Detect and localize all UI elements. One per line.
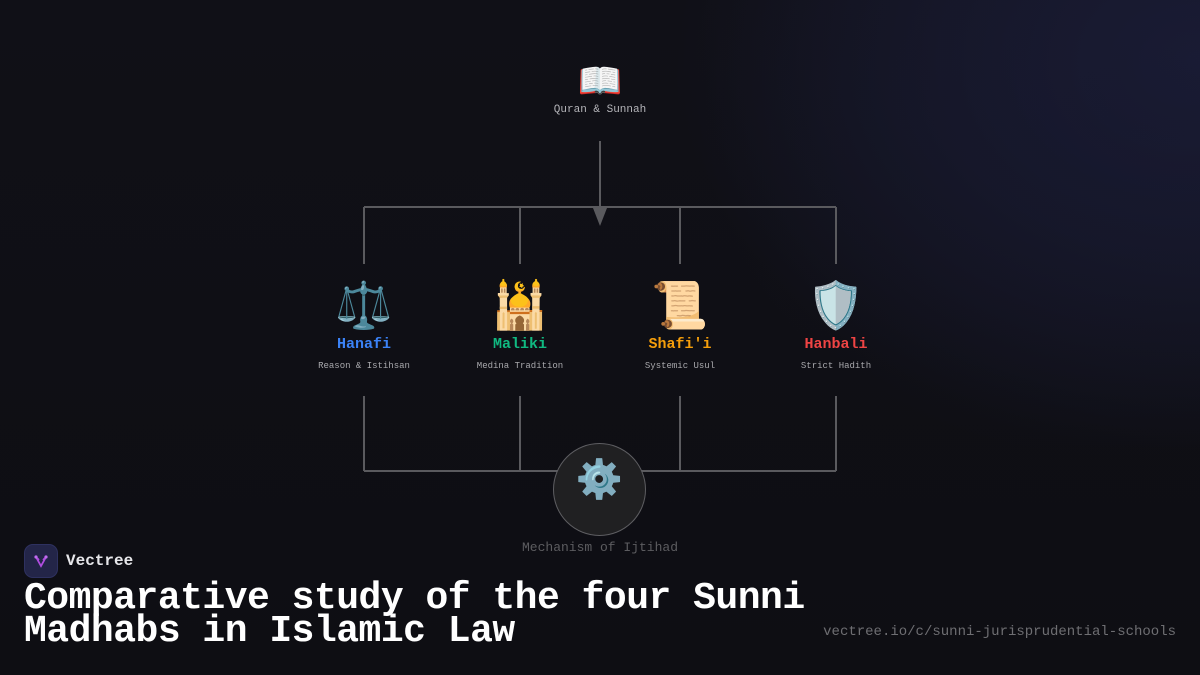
shield-icon: 🛡️ — [807, 278, 865, 332]
root-label: Quran & Sunnah — [553, 104, 647, 116]
hub-node-ijtihad: ⚙️ — [553, 443, 646, 536]
school-description: Strict Hadith — [800, 361, 872, 371]
open-book-icon: 📖 — [577, 61, 623, 102]
school-description: Medina Tradition — [476, 361, 564, 371]
brand: Vectree — [24, 544, 133, 578]
school-name: Hanafi — [336, 336, 392, 353]
school-description: Systemic Usul — [644, 361, 716, 371]
mosque-icon: 🕌 — [491, 278, 549, 332]
brand-name: Vectree — [66, 552, 134, 570]
school-name: Hanbali — [804, 336, 868, 353]
root-node-quran-sunnah: 📖 Quran & Sunnah — [553, 61, 647, 117]
school-node-hanafi: ⚖️ Hanafi Reason & Istihsan — [318, 282, 410, 371]
school-node-hanbali: 🛡️ Hanbali Strict Hadith — [801, 282, 871, 371]
school-name: Maliki — [492, 336, 548, 353]
school-name: Shafi'i — [648, 336, 712, 353]
school-description: Reason & Istihsan — [318, 361, 410, 371]
arrowhead-icon — [593, 208, 607, 226]
scales-icon: ⚖️ — [335, 278, 393, 332]
school-node-shafii: 📜 Shafi'i Systemic Usul — [645, 282, 715, 371]
gear-icon: ⚙️ — [575, 457, 624, 501]
source-url: vectree.io/c/sunni-jurisprudential-schoo… — [823, 624, 1176, 640]
school-node-maliki: 🕌 Maliki Medina Tradition — [477, 282, 563, 371]
page-title: Comparative study of the four Sunni Madh… — [24, 577, 805, 653]
scroll-icon: 📜 — [651, 278, 709, 332]
vectree-logo-icon — [24, 544, 58, 578]
hub-label: Mechanism of Ijtihad — [521, 540, 679, 555]
